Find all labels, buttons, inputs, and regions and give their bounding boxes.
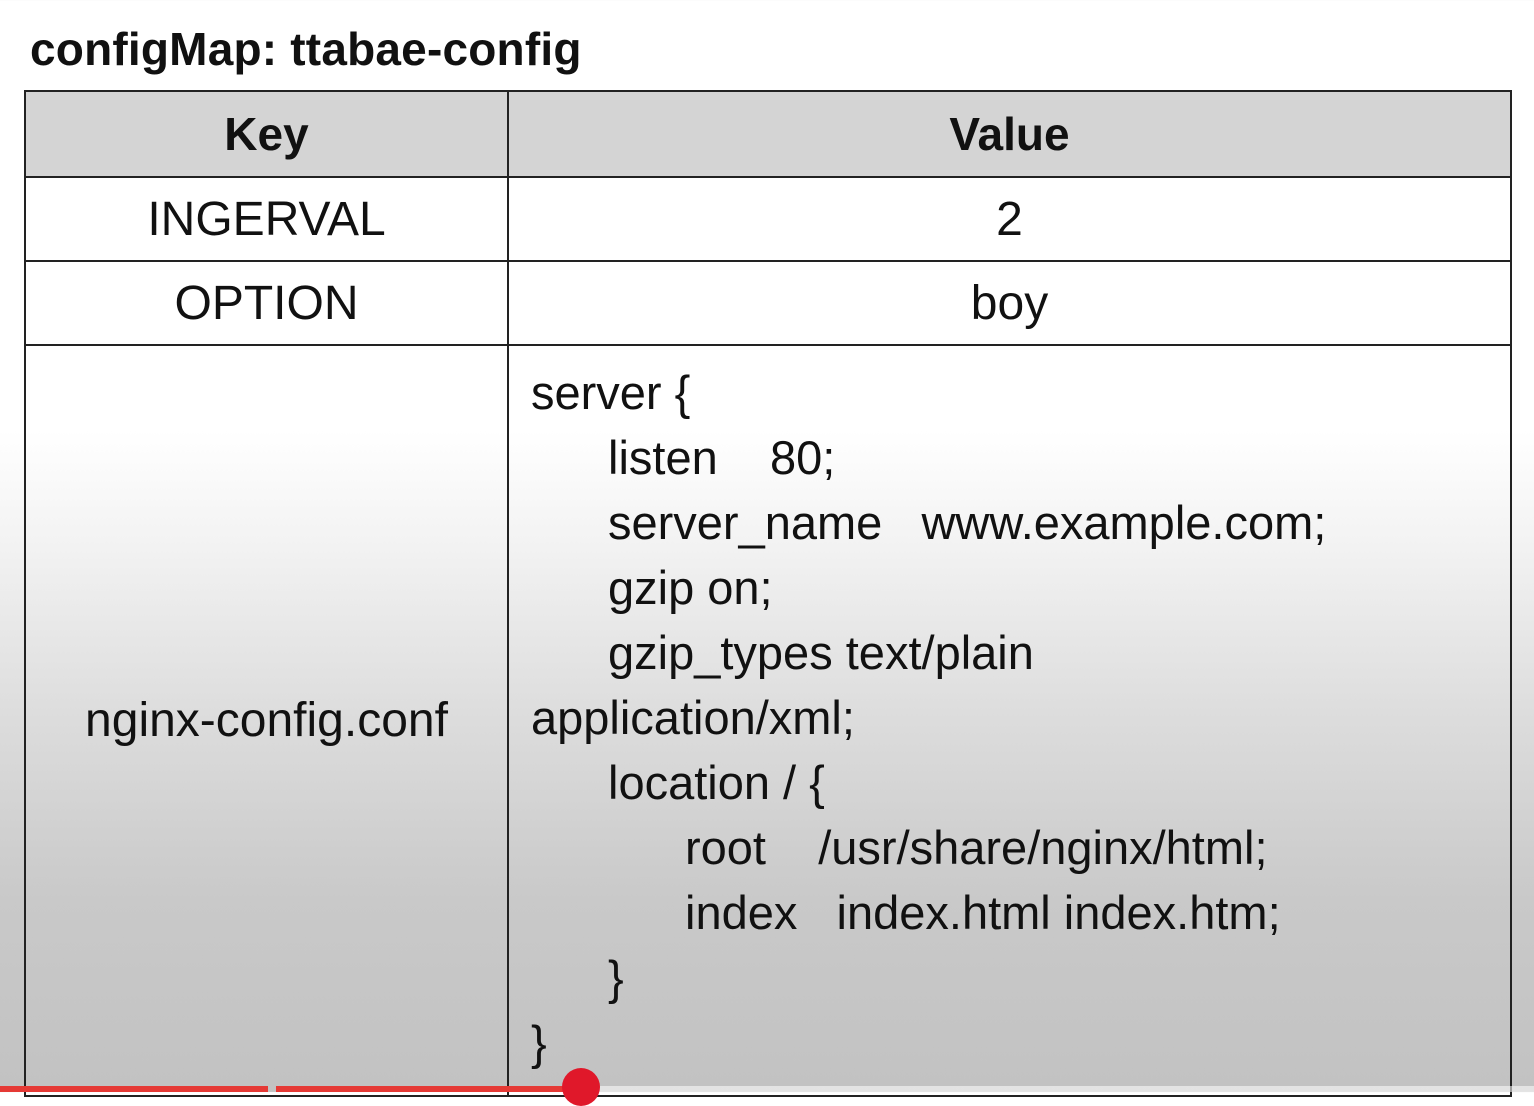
progress-played-segment[interactable]	[0, 1086, 268, 1092]
code-line: gzip on;	[608, 561, 773, 614]
progress-remaining-segment[interactable]	[578, 1086, 1534, 1092]
table-row: INGERVAL 2	[24, 176, 1512, 262]
code-line: server {	[531, 366, 691, 419]
row-value-code: server { listen 80; server_name www.exam…	[507, 344, 1512, 1097]
code-line: index index.html index.htm;	[685, 886, 1281, 939]
row-value-cell: 2	[507, 176, 1512, 262]
table-row: OPTION boy	[24, 260, 1512, 346]
code-line: }	[531, 1016, 547, 1069]
progress-played-segment[interactable]	[276, 1086, 570, 1092]
code-line: }	[608, 951, 624, 1004]
code-line: root /usr/share/nginx/html;	[685, 821, 1268, 874]
code-line: listen 80;	[608, 431, 836, 484]
row-value-cell: boy	[507, 260, 1512, 346]
row-key-cell: INGERVAL	[24, 176, 509, 262]
code-line: server_name www.example.com;	[608, 496, 1327, 549]
video-progress-bar[interactable]	[0, 1068, 1534, 1106]
configmap-table: Key Value INGERVAL 2 OPTION boy nginx-co…	[24, 90, 1512, 1097]
code-line: application/xml;	[531, 691, 855, 744]
code-line: gzip_types text/plain	[608, 626, 1034, 679]
table-header-row: Key Value	[24, 90, 1512, 178]
progress-scrubber-handle[interactable]	[562, 1068, 600, 1106]
configmap-title: configMap: ttabae-config	[30, 23, 582, 75]
row-key-cell: nginx-config.conf	[24, 344, 509, 1097]
column-header-value: Value	[507, 90, 1512, 178]
table-row: nginx-config.conf server { listen 80; se…	[24, 344, 1512, 1097]
row-key-cell: OPTION	[24, 260, 509, 346]
code-line: location / {	[608, 756, 825, 809]
column-header-key: Key	[24, 90, 509, 178]
